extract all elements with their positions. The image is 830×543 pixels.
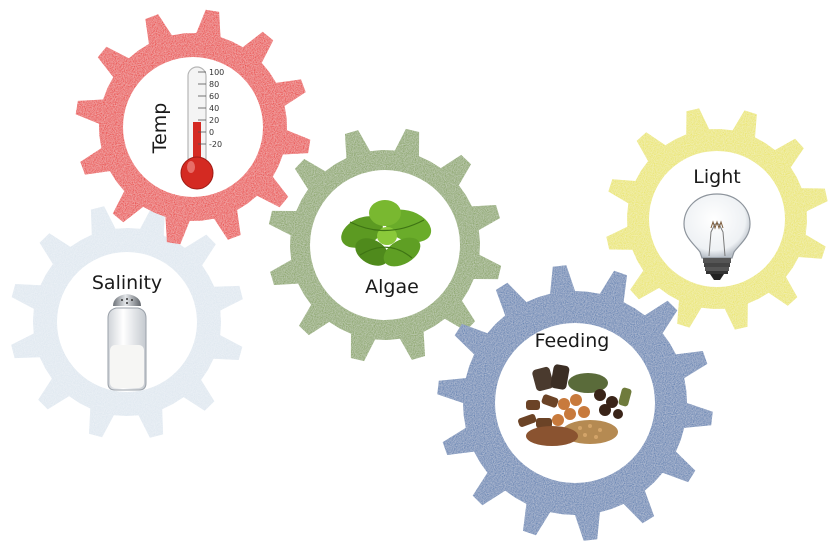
gear-feeding-label: Feeding (535, 330, 610, 352)
gear-light: Light (606, 108, 828, 330)
gear-light-label: Light (693, 166, 740, 188)
gear-temp-label: Temp (149, 103, 171, 155)
thermometer-tick-label: 20 (209, 116, 219, 125)
thermometer-tick-label: 60 (209, 92, 219, 101)
gear-salinity-label: Salinity (92, 272, 162, 294)
gear-salinity: Salinity (11, 206, 243, 438)
thermometer-tick-label: -20 (209, 140, 222, 149)
algae-icon (341, 200, 432, 267)
gear-feeding: Feeding (437, 265, 713, 541)
gear-temp: Temp 100 80 60 40 20 0 -20 (75, 9, 311, 245)
salt-shaker-icon (107, 294, 147, 391)
thermometer-tick-label: 80 (209, 80, 219, 89)
thermometer-tick-label: 0 (209, 128, 214, 137)
thermometer-tick-label: 40 (209, 104, 219, 113)
feed-pellets-icon (518, 364, 632, 446)
light-bulb-icon (683, 193, 751, 280)
thermometer-tick-label: 100 (209, 68, 224, 77)
gear-algae-center (310, 170, 460, 320)
gear-algae-label: Algae (365, 276, 419, 298)
thermometer-icon: 100 80 60 40 20 0 -20 (180, 66, 224, 190)
gear-algae: Algae (268, 128, 502, 362)
